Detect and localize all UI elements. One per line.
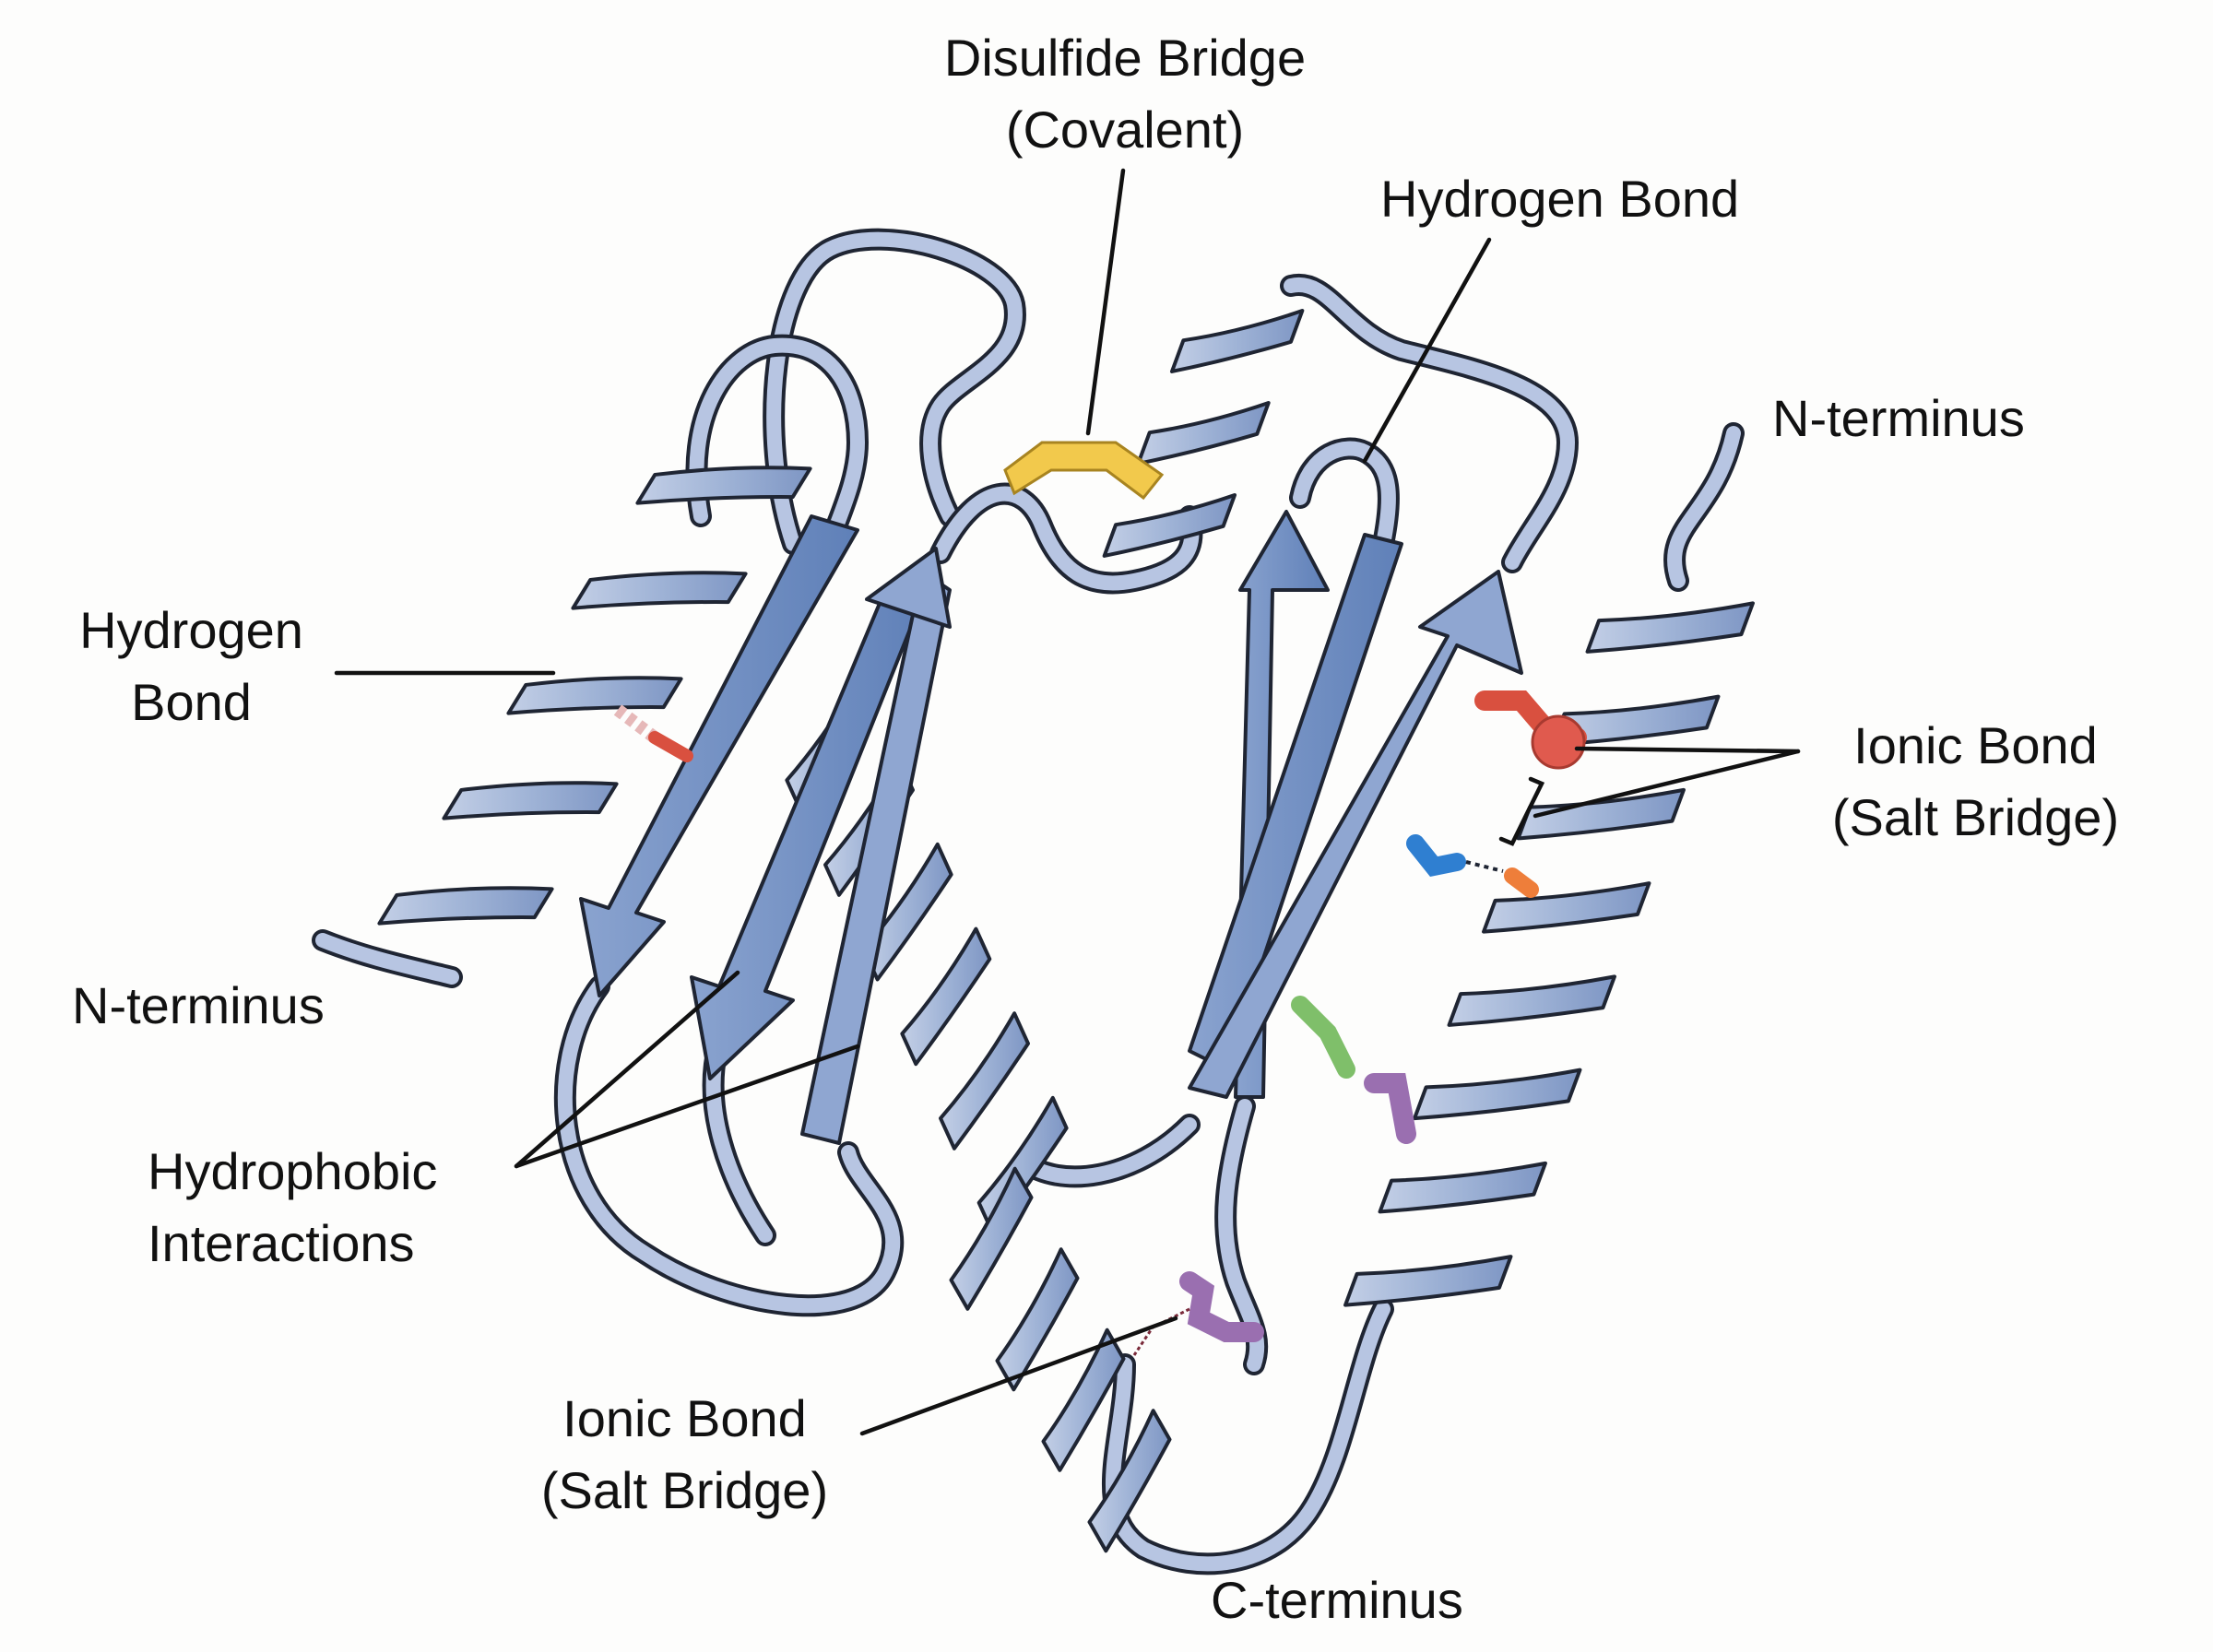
helix-right-turn	[1516, 787, 1686, 841]
loop-center-bottom	[933, 486, 1200, 591]
basic-sidechain-blue	[1406, 834, 1466, 877]
label-c-terminus: C-terminus	[1211, 1564, 1463, 1636]
loop-nterm-left	[315, 933, 459, 985]
helix-center-left-turn	[861, 842, 953, 982]
orange-sidechain	[1504, 867, 1539, 898]
helix-center-left-turn	[900, 926, 992, 1067]
helix-left-turn	[442, 781, 619, 820]
label-ionic-right-line2: (Salt Bridge)	[1831, 788, 2120, 846]
loop-inner-left	[689, 337, 865, 551]
label-cterm-line1: C-terminus	[1211, 1571, 1463, 1629]
label-hbond-left-line2: Bond	[131, 673, 252, 731]
purple-sidechain-bottom	[1179, 1271, 1264, 1342]
label-ionic-right-line1: Ionic Bond	[1853, 716, 2098, 774]
helix-top-center-turn	[1136, 401, 1271, 466]
loop-hairpin-right	[1293, 441, 1396, 551]
leader-ionic-right-a	[1574, 746, 1801, 754]
hydrogen-bond-left-dashes	[613, 704, 659, 743]
label-hydrophobic-line2: Interactions	[148, 1214, 415, 1272]
helix-right-turn	[1585, 601, 1755, 654]
helix-left-turn	[377, 886, 554, 926]
helix-right-turn	[1482, 881, 1651, 934]
helix-center-bottom-turn	[995, 1247, 1080, 1392]
loop-bottom	[1105, 1302, 1391, 1572]
label-hydrogen-bond-top: Hydrogen Bond	[1380, 163, 1739, 235]
label-disulfide-line1: Disulfide Bridge	[943, 29, 1307, 87]
helix-right-turn	[1343, 1255, 1513, 1307]
loop-lower-left	[557, 979, 901, 1314]
ionic-bracket-right	[1498, 776, 1545, 846]
leader-disulfide	[1085, 168, 1126, 436]
label-ionic-bottom-line1: Ionic Bond	[562, 1389, 807, 1447]
hydrogen-bond-left-sidechain	[648, 731, 693, 762]
label-hydrophobic-line1: Hydrophobic	[148, 1142, 438, 1200]
side-chains	[613, 690, 1587, 1356]
beta-strand-6	[1188, 570, 1523, 1099]
helix-top-center-turn	[1102, 493, 1237, 558]
label-nterm-right-line1: N-terminus	[1772, 389, 2025, 447]
label-n-terminus-right: N-terminus	[1772, 383, 2025, 454]
loop-top-right	[1284, 277, 1575, 570]
helix-left-turn	[506, 676, 683, 715]
beta-strand-2	[690, 588, 924, 1080]
leader-hydrophobic-a	[514, 970, 740, 1169]
helix-center-bottom-turn	[1041, 1328, 1126, 1472]
label-hydrophobic-interactions: Hydrophobic Interactions	[148, 1136, 437, 1280]
label-disulfide-bridge: Disulfide Bridge (Covalent)	[904, 22, 1346, 166]
helix-left	[377, 466, 812, 926]
helix-center-bottom-turn	[949, 1166, 1034, 1311]
loop-top-right-outline	[1280, 273, 1579, 573]
helix-center-bottom-turn	[1087, 1409, 1172, 1553]
label-ionic-bond-bottom: Ionic Bond (Salt Bridge)	[512, 1383, 858, 1527]
helix-left-turn	[571, 571, 748, 610]
leader-lines	[334, 168, 1801, 1436]
helix-top-center	[1102, 309, 1305, 558]
beta-strand-3-head	[865, 547, 952, 629]
helix-right-turn	[1447, 974, 1616, 1027]
label-hydrogen-bond-left: Hydrogen Bond	[51, 595, 332, 738]
beta-strand-1	[579, 514, 859, 997]
label-ionic-bond-right: Ionic Bond (Salt Bridge)	[1803, 710, 2148, 854]
helix-left-turn	[635, 466, 812, 505]
purple-sidechain-right	[1364, 1073, 1416, 1144]
loop-nterm-right	[1667, 426, 1741, 588]
leader-hbond-top	[1362, 237, 1492, 464]
disulfide-bridge	[1003, 441, 1165, 501]
leader-ionic-bottom	[859, 1316, 1178, 1436]
leader-ionic-right-b	[1533, 749, 1801, 819]
helix-right-turn	[1378, 1161, 1547, 1214]
label-disulfide-line2: (Covalent)	[1005, 100, 1245, 159]
helix-center-left-turn	[939, 1011, 1030, 1150]
label-hbond-left-line1: Hydrogen	[79, 601, 303, 659]
helix-right-turn	[1413, 1068, 1582, 1121]
acidic-sidechain-red-head	[1531, 714, 1586, 770]
label-n-terminus-left: N-terminus	[72, 970, 325, 1042]
beta-sheets	[579, 510, 1523, 1145]
helix-right	[1343, 601, 1755, 1307]
ionic-dots-right	[1465, 860, 1504, 873]
helix-top-center-turn	[1170, 309, 1305, 373]
green-sidechain	[1291, 996, 1355, 1079]
leader-hydrophobic-b	[514, 1044, 860, 1169]
label-nterm-left-line1: N-terminus	[72, 976, 325, 1034]
label-hbond-top-line1: Hydrogen Bond	[1380, 170, 1740, 228]
label-ionic-bottom-line2: (Salt Bridge)	[540, 1461, 829, 1519]
helix-center-bottom	[949, 1166, 1172, 1553]
